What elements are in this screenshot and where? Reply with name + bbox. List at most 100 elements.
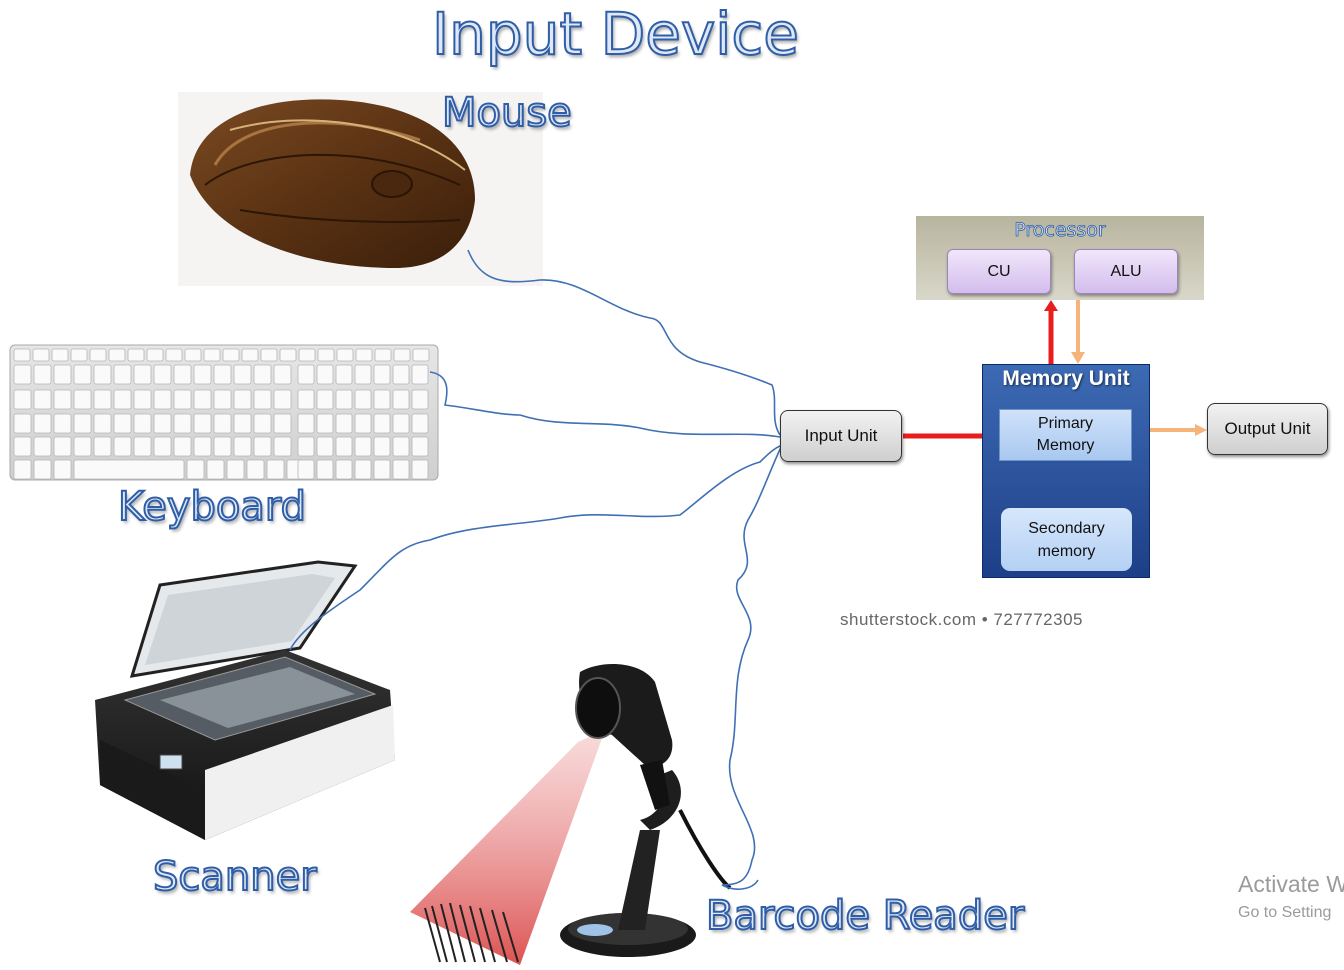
keyboard-key xyxy=(355,348,373,362)
keyboard-key xyxy=(354,389,372,410)
keyboard-key xyxy=(13,364,32,385)
keyboard-key xyxy=(133,389,152,410)
keyboard-key xyxy=(213,364,232,385)
keyboard-key xyxy=(317,348,335,362)
secondary-memory-block: Secondary memory xyxy=(1001,508,1132,571)
keyboard-key xyxy=(193,364,212,385)
keyboard-key xyxy=(13,413,32,434)
keyboard-key xyxy=(253,364,272,385)
keyboard-key xyxy=(316,436,334,457)
keyboard-key xyxy=(89,348,107,362)
keyboard-key xyxy=(186,459,205,480)
keyboard-key xyxy=(146,348,164,362)
keyboard-key xyxy=(298,348,316,362)
keyboard-key xyxy=(273,413,292,434)
device-cables xyxy=(289,249,783,890)
keyboard-key xyxy=(153,364,172,385)
keyboard-key xyxy=(32,348,50,362)
keyboard-key xyxy=(246,459,265,480)
keyboard-key xyxy=(354,436,372,457)
keyboard-key xyxy=(273,389,292,410)
scanner-cable xyxy=(289,444,783,651)
keyboard-key xyxy=(93,413,112,434)
keyboard-key xyxy=(412,348,430,362)
keyboard-key xyxy=(13,389,32,410)
input-unit-block: Input Unit xyxy=(780,410,902,462)
mouse-cable xyxy=(467,249,781,436)
activate-windows-notice: Activate W xyxy=(1238,871,1344,897)
cu-block: CU xyxy=(947,249,1051,294)
keyboard-key xyxy=(213,436,232,457)
keyboard-key xyxy=(73,459,185,480)
keyboard-key xyxy=(184,348,202,362)
keyboard-key xyxy=(153,436,172,457)
mouse-image xyxy=(178,92,543,286)
keyboard-key xyxy=(392,389,410,410)
stock-watermark: shutterstock.com • 727772305 xyxy=(840,610,1083,629)
keyboard-key xyxy=(93,436,112,457)
keyboard-key xyxy=(33,364,52,385)
barcode-cable xyxy=(721,444,783,890)
keyboard-key xyxy=(373,459,391,480)
keyboard-key xyxy=(33,436,52,457)
keyboard-key xyxy=(73,389,92,410)
keyboard-key xyxy=(335,459,353,480)
keyboard-key xyxy=(233,413,252,434)
keyboard-key xyxy=(113,389,132,410)
keyboard-key xyxy=(297,389,315,410)
keyboard-key xyxy=(193,389,212,410)
keyboard-key xyxy=(392,364,410,385)
primary-memory-block: Primary Memory xyxy=(999,409,1132,461)
keyboard-key xyxy=(253,389,272,410)
keyboard-key xyxy=(53,389,72,410)
keyboard-key xyxy=(316,389,334,410)
keyboard-key xyxy=(273,364,292,385)
keyboard-key xyxy=(354,459,372,480)
keyboard-key xyxy=(335,436,353,457)
keyboard-key xyxy=(316,364,334,385)
scanner-image xyxy=(95,560,395,840)
primary-memory-label: Primary Memory xyxy=(1036,415,1095,454)
keyboard-key xyxy=(297,364,315,385)
keyboard-image xyxy=(9,344,439,481)
keyboard-key xyxy=(392,413,410,434)
keyboard-key xyxy=(108,348,126,362)
keyboard-key xyxy=(335,413,353,434)
keyboard-key xyxy=(153,413,172,434)
keyboard-key xyxy=(53,459,72,480)
keyboard-key xyxy=(33,389,52,410)
keyboard-key xyxy=(335,389,353,410)
keyboard-key xyxy=(213,413,232,434)
keyboard-key xyxy=(373,436,391,457)
keyboard-key xyxy=(165,348,183,362)
keyboard-cable xyxy=(429,371,781,438)
processor-to-memory-arrow xyxy=(1071,300,1085,364)
keyboard-key xyxy=(203,348,221,362)
keyboard-key xyxy=(13,459,32,480)
barcode-reader-image xyxy=(410,663,732,965)
barcode-label-icon xyxy=(424,902,519,963)
keyboard-key xyxy=(53,436,72,457)
keyboard-key xyxy=(354,413,372,434)
memory-to-processor-arrow xyxy=(1044,300,1058,364)
barcode-reader-label: Barcode Reader xyxy=(705,892,1025,940)
keyboard-key xyxy=(33,459,52,480)
keyboard-key xyxy=(354,364,372,385)
output-unit-block: Output Unit xyxy=(1207,403,1328,455)
keyboard-key xyxy=(233,364,252,385)
keyboard-key xyxy=(213,389,232,410)
keyboard-key xyxy=(297,413,315,434)
keyboard-label: Keyboard xyxy=(117,483,307,531)
keyboard-key xyxy=(279,348,297,362)
keyboard-key xyxy=(411,389,429,410)
keyboard-key xyxy=(373,364,391,385)
keyboard-key xyxy=(373,389,391,410)
keyboard-key xyxy=(233,389,252,410)
keyboard-key xyxy=(133,436,152,457)
keyboard-key xyxy=(173,364,192,385)
keyboard-key xyxy=(260,348,278,362)
keyboard-key xyxy=(411,436,429,457)
keyboard-key xyxy=(113,364,132,385)
keyboard-key xyxy=(411,364,429,385)
